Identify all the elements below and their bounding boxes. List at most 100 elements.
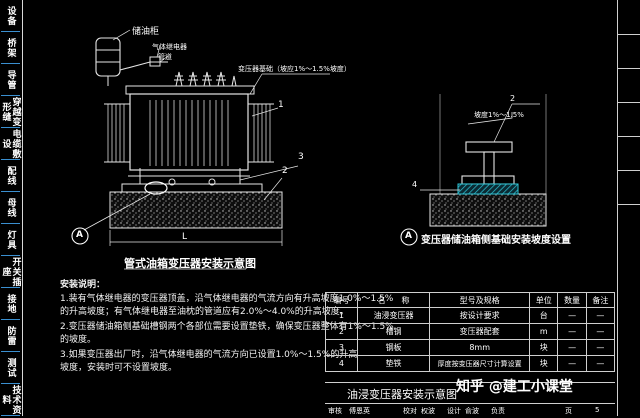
title-block: 油浸变压器安装示意图 审核 傅恩英 校对 权波 设计 俞波 负责 页 5 [325,382,615,417]
header-cell: 编号 [325,292,358,308]
table-cell: 槽钢 [356,323,431,340]
table-row: 1 油浸变压器 按设计要求 台 — — [325,307,616,324]
transformer-diagram [71,29,330,270]
watermark: 知乎 @建工小课堂 [456,379,573,395]
detail-slope-text: 坡度1%～1.5% [474,111,524,119]
label-pipe: 管道 [158,53,172,61]
table-row: 4 垫铁 厚度按变压器尺寸计算设置 块 — — [325,355,616,372]
transformer-tank [129,93,249,171]
signature-row: 审核 傅恩英 校对 权波 设计 俞波 负责 页 5 [325,403,615,418]
table-cell: m [529,323,559,340]
note-line: 的坡度。 [60,335,97,345]
header-cell: 单位 [529,292,559,308]
right-border [617,0,640,416]
note-line: 1.装有气体继电器的变压器顶盖，沿气体继电器的气流方向有升高坡度1.0%～1.5… [60,294,394,304]
channel-steel [121,183,263,193]
header-cell: 数量 [557,292,587,308]
category-tab: 接地 [1,288,20,320]
gas-pipe [119,61,168,71]
right-cell [618,34,640,69]
table-cell: 油浸变压器 [356,307,431,324]
table-row: 3 钢板 8mm 块 — — [325,339,616,356]
header-cell: 名 称 [356,292,431,308]
table-cell: 3 [325,339,358,356]
detail-section-mark: A [405,231,412,241]
detail-callout-2: 2 [510,94,516,103]
section-mark-a: A [76,230,83,240]
table-cell: — [585,323,616,340]
table-cell: 厚度按变压器尺寸计算设置 [429,355,531,372]
category-tab: 母线 [1,192,20,224]
right-cell [618,170,640,205]
sign-name: 傅恩英 [349,407,370,415]
oil-conservator [95,37,121,77]
category-tab: 导管 [1,64,20,96]
callout-2: 2 [282,166,288,176]
category-tab: 灯具 [1,224,20,256]
right-cell [618,136,640,171]
table-cell: — [557,307,587,324]
table-row: 2 槽钢 变压器配套 m — — [325,323,616,340]
table-cell: 按设计要求 [429,307,531,324]
dimension-l: L [182,232,188,242]
category-tab: 配线 [1,160,20,192]
page-label: 页 [565,407,572,415]
right-cell [618,68,640,103]
label-gas-relay: 气体继电器 [152,43,187,51]
page-number: 5 [595,406,600,414]
header-cell: 型号及规格 [429,292,531,308]
table-cell: 钢板 [356,339,431,356]
drawing-title: 油浸变压器安装示意图 [347,388,457,401]
table-cell: 2 [325,323,358,340]
note-line: 3.如果变压器出厂时，沿气体继电器的气流方向已设置1.0%～1.5%的升高 [60,350,358,360]
sign-label: 校对 [403,407,417,415]
notes-heading: 安装说明： [60,280,106,290]
detail-foundation [429,193,547,227]
category-tab: 穿越变形缝 [0,96,21,128]
category-tab: 测试 [1,352,20,384]
header-cell: 备注 [585,292,616,308]
category-tab: 电缆敷设 [0,128,21,160]
note-line: 坡度，安装时可不设置坡度。 [60,363,178,373]
table-cell: 块 [529,339,559,356]
category-tab: 设备 [1,0,20,32]
diagram-a-title: 管式油箱变压器安装示意图 [124,257,256,270]
table-cell: 台 [529,307,559,324]
table-cell: 垫铁 [356,355,431,372]
slope-detail-diagram [400,94,547,246]
label-slope: 变压器基础（坡应1%～1.5%坡度） [238,65,351,73]
sign-label: 设计 [447,407,461,415]
shim-plate [457,183,519,195]
wheel-callout-circle [144,181,168,195]
parts-table: 编号 名 称 型号及规格 单位 数量 备注 1 油浸变压器 按设计要求 台 — … [325,292,616,372]
note-line: 的升高坡度；有气体继电器至油枕的管道应有2.0%～4.0%的升高坡度。 [60,307,349,317]
table-cell: — [585,307,616,324]
category-tab: 开关插座 [0,256,21,288]
table-header-row: 编号 名 称 型号及规格 单位 数量 备注 [325,292,616,308]
table-cell: 块 [529,355,559,372]
detail-callout-4: 4 [412,180,418,189]
right-cell [618,102,640,137]
table-cell: 8mm [429,339,531,356]
table-cell: 1 [325,307,358,324]
sign-label: 审核 [328,407,342,415]
callout-3: 3 [298,152,304,162]
category-strip: 设备桥架导管穿越变形缝电缆敷设配线母线灯具开关插座接地防雷测试技术资料 [0,0,23,416]
right-cell [618,0,640,35]
sign-name: 权波 [421,407,435,415]
sign-name: 俞波 [465,407,479,415]
table-cell: — [557,355,587,372]
gas-relay [149,56,161,67]
detail-section-marker [400,228,418,246]
note-line: 2.变压器储油箱侧基础槽钢两个各部位需要设置垫铁，确保变压器整体有1%～1.5% [60,322,394,332]
table-cell: — [557,323,587,340]
table-cell: 变压器配套 [429,323,531,340]
table-cell: — [585,355,616,372]
table-cell: — [585,339,616,356]
callout-1: 1 [278,100,284,110]
section-marker-a [71,227,89,245]
label-conservator: 储油柜 [132,27,160,37]
diagram-b-title: 变压器储油箱侧基础安装坡度设置 [421,235,571,246]
